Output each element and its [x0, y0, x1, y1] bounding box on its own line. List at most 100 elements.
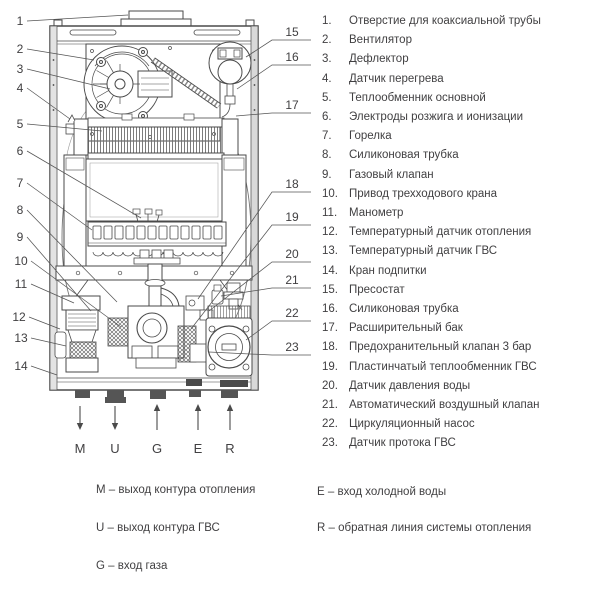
pump-drawing: [205, 282, 253, 377]
parts-list-item: 16. Силиконовая трубка: [322, 300, 598, 319]
parts-list-item: 20. Датчик давления воды: [322, 377, 598, 396]
part-number: 8.: [322, 149, 332, 162]
part-label: Силиконовая трубка: [349, 149, 459, 162]
parts-list-item: 19. Пластинчатый теплообменник ГВС: [322, 358, 598, 377]
part-label: Пресостат: [349, 283, 405, 296]
parts-list-item: 13. Температурный датчик ГВС: [322, 242, 598, 261]
callout-10: 10: [14, 254, 28, 268]
leader-line: [28, 316, 61, 330]
boiler-diagram: 1 2 3 4 5 6 7 8 9 10 11 12 13 14 15 16 1…: [12, 10, 311, 456]
parts-list-item: 11. Манометр: [322, 204, 598, 223]
leader-line: [26, 209, 118, 303]
callout-7: 7: [17, 176, 24, 190]
fan-drawing: [83, 45, 173, 123]
part-number: 18.: [322, 341, 338, 354]
port-letters: M U G E R: [75, 441, 235, 456]
part-label: Силиконовая трубка: [349, 303, 459, 316]
callout-19: 19: [285, 210, 299, 224]
parts-list-item: 4. Датчик перегрева: [322, 70, 598, 89]
part-number: 9.: [322, 168, 332, 181]
callout-14: 14: [14, 359, 28, 373]
callout-18: 18: [285, 177, 299, 191]
callout-9: 9: [17, 230, 24, 244]
legend-item: R – обратная линия системы отопления: [317, 522, 532, 534]
part-label: Автоматический воздушный клапан: [349, 399, 540, 412]
part-label: Газовый клапан: [349, 168, 434, 181]
parts-list-item: 18. Предохранительный клапан 3 бар: [322, 338, 598, 357]
leader-line: [26, 68, 111, 90]
part-number: 15.: [322, 283, 338, 296]
part-number: 5.: [322, 91, 332, 104]
callout-3: 3: [17, 62, 24, 76]
parts-list-item: 2. Вентилятор: [322, 31, 598, 50]
part-label: Датчик протока ГВС: [349, 437, 456, 450]
leader-line: [30, 283, 75, 304]
part-label: Датчик давления воды: [349, 379, 471, 392]
part-label: Температурный датчик отопления: [349, 226, 532, 239]
callout-21: 21: [285, 273, 299, 287]
parts-list-item: 14. Кран подпитки: [322, 262, 598, 281]
leader-line: [26, 150, 142, 219]
port-letter-e: E: [194, 441, 203, 456]
callout-23: 23: [285, 340, 299, 354]
flow-arrows: [76, 404, 234, 430]
leader-line: [30, 365, 58, 376]
leader-line: [236, 64, 311, 90]
parts-list-item: 12. Температурный датчик отопления: [322, 223, 598, 242]
callout-1: 1: [17, 14, 24, 28]
part-label: Теплообменник основной: [349, 91, 486, 104]
hydraulics-drawing: [54, 263, 224, 373]
leader-line: [245, 320, 311, 341]
part-label: Вентилятор: [349, 34, 412, 47]
parts-list-item: 7. Горелка: [322, 127, 598, 146]
part-label: Привод трехходового крана: [349, 187, 498, 200]
parts-list-item: 3. Дефлектор: [322, 50, 598, 69]
part-number: 17.: [322, 322, 338, 335]
leader-line: [235, 112, 311, 117]
part-number: 2.: [322, 34, 332, 47]
parts-list: 1. Отверстие для коаксиальной трубы 2. В…: [322, 12, 598, 454]
callout-17: 17: [285, 98, 299, 112]
part-label: Электроды розжига и ионизации: [349, 111, 524, 124]
part-number: 12.: [322, 226, 338, 239]
part-label: Горелка: [349, 130, 392, 143]
callout-6: 6: [17, 144, 24, 158]
part-number: 7.: [322, 130, 332, 143]
callout-numbers: 1 2 3 4 5 6 7 8 9 10 11 12 13 14 15 16 1…: [12, 14, 299, 373]
heat-exchanger-drawing: [65, 113, 239, 160]
leader-line: [197, 191, 311, 300]
port-letter-g: G: [152, 441, 162, 456]
leader-line: [245, 39, 311, 58]
parts-list-item: 21. Автоматический воздушный клапан: [322, 396, 598, 415]
part-number: 23.: [322, 437, 338, 450]
callout-12: 12: [12, 310, 26, 324]
parts-list-item: 1. Отверстие для коаксиальной трубы: [322, 12, 598, 31]
pipe-stubs-drawing: [57, 377, 251, 403]
parts-list-item: 6. Электроды розжига и ионизации: [322, 108, 598, 127]
part-number: 1.: [322, 15, 332, 27]
part-number: 19.: [322, 360, 338, 373]
port-letter-m: M: [75, 441, 86, 456]
leader-line: [26, 87, 71, 120]
leader-line: [26, 14, 129, 22]
part-number: 16.: [322, 303, 338, 316]
parts-list-item: 17. Расширительный бак: [322, 319, 598, 338]
part-number: 21.: [322, 399, 338, 412]
callout-11: 11: [15, 277, 28, 291]
part-label: Циркуляционный насос: [349, 418, 475, 431]
part-number: 14.: [322, 264, 338, 277]
parts-list-item: 23. Датчик протока ГВС: [322, 434, 598, 453]
leader-line: [26, 48, 95, 61]
leader-line: [208, 351, 311, 356]
part-number: 20.: [322, 379, 338, 392]
callout-4: 4: [17, 81, 24, 95]
callout-13: 13: [14, 331, 28, 345]
parts-list-item: 15. Пресостат: [322, 281, 598, 300]
callout-8: 8: [17, 203, 24, 217]
part-label: Отверстие для коаксиальной трубы: [349, 15, 541, 27]
part-label: Кран подпитки: [349, 264, 427, 277]
callout-22: 22: [285, 306, 299, 320]
callout-5: 5: [17, 117, 24, 131]
